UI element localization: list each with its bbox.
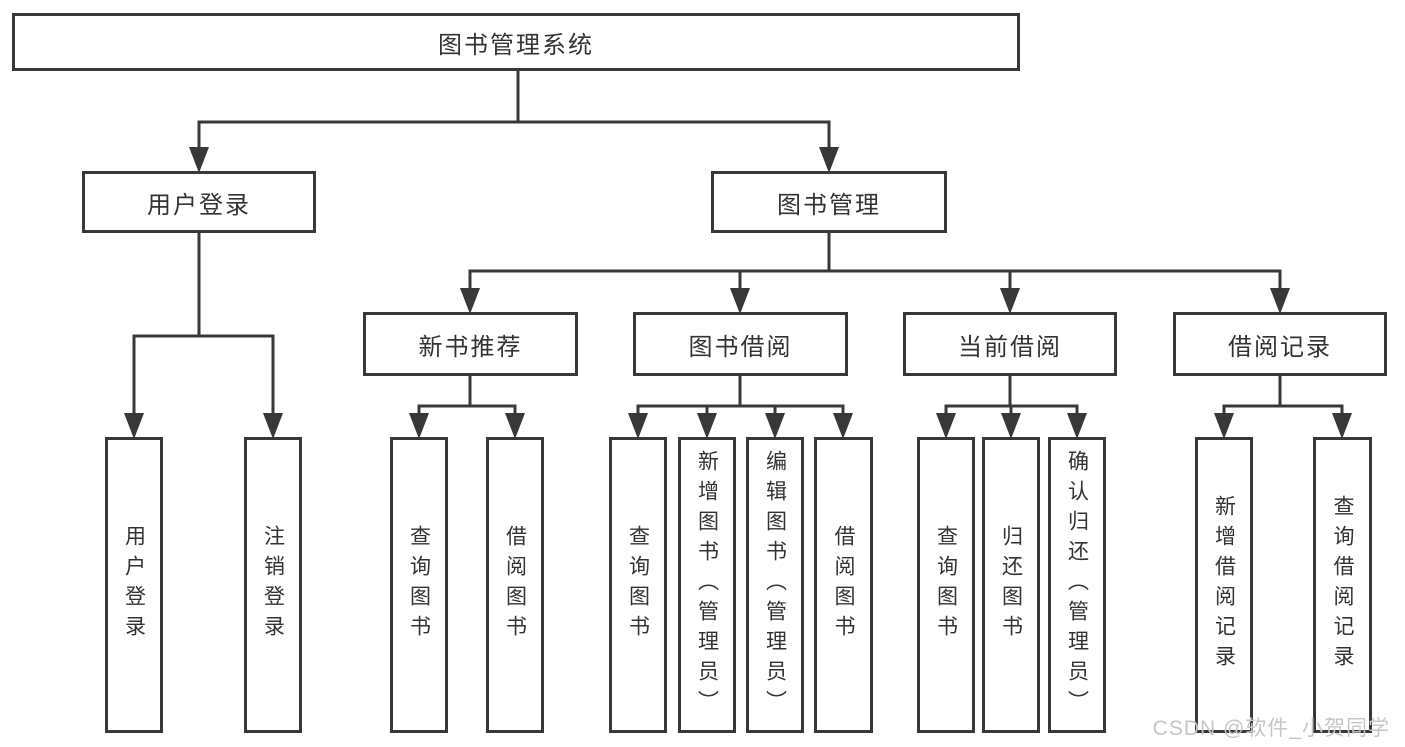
node-cb-confirm-return-admin: 确认归还（管理员） [1048, 437, 1106, 733]
arrowhead-icon [460, 288, 480, 314]
node-nbr-borrow-books: 借阅图书 [486, 437, 544, 733]
arrowhead-icon [1270, 288, 1290, 314]
arrowhead-icon [1001, 413, 1021, 439]
arrowhead-icon [833, 413, 853, 439]
node-nbr-query-books: 查询图书 [390, 437, 448, 733]
node-book-borrow: 图书借阅 [633, 312, 848, 376]
node-borrow-records-label: 借阅记录 [1228, 333, 1332, 361]
node-bb-borrow-books: 借阅图书 [814, 437, 873, 733]
node-current-borrow-label: 当前借阅 [958, 333, 1062, 361]
connector [197, 69, 831, 153]
arrowhead-icon [1067, 413, 1087, 439]
connector [417, 374, 517, 419]
node-current-borrow: 当前借阅 [903, 312, 1117, 376]
arrowhead-icon [409, 413, 429, 439]
node-nbr-borrow-books-label: 借阅图书 [503, 525, 527, 645]
node-borrow-records: 借阅记录 [1173, 312, 1387, 376]
node-logout: 注销登录 [244, 437, 302, 733]
node-new-book-rec: 新书推荐 [363, 312, 578, 376]
node-cb-return-books: 归还图书 [982, 437, 1040, 733]
arrowhead-icon [1000, 288, 1020, 314]
arrowhead-icon [765, 413, 785, 439]
node-cb-return-books-label: 归还图书 [999, 525, 1023, 645]
node-user-login-label: 用户登录 [147, 191, 251, 219]
node-nbr-query-books-label: 查询图书 [407, 525, 431, 645]
node-bb-query-books: 查询图书 [609, 437, 667, 733]
node-bb-borrow-books-label: 借阅图书 [832, 525, 855, 645]
arrowhead-icon [697, 413, 717, 439]
node-root: 图书管理系统 [12, 13, 1020, 71]
node-cb-query-books: 查询图书 [917, 437, 975, 733]
node-bb-add-books-admin: 新增图书（管理员） [678, 437, 736, 733]
node-bb-add-books-admin-label: 新增图书（管理员） [695, 450, 719, 720]
connector [944, 374, 1079, 419]
node-new-book-rec-label: 新书推荐 [418, 333, 523, 361]
node-user-login: 用户登录 [82, 171, 316, 233]
node-cb-query-books-label: 查询图书 [934, 525, 958, 645]
node-login-label: 用户登录 [122, 525, 146, 645]
node-br-add-record: 新增借阅记录 [1195, 437, 1253, 733]
node-logout-label: 注销登录 [261, 525, 285, 645]
node-br-query-record-label: 查询借阅记录 [1331, 495, 1354, 675]
arrowhead-icon [730, 288, 750, 314]
node-book-borrow-label: 图书借阅 [688, 333, 793, 361]
watermark: CSDN @软件_小贺同学 [1152, 717, 1390, 740]
arrowhead-icon [1332, 413, 1352, 439]
node-bb-edit-books-admin-label: 编辑图书（管理员） [763, 450, 787, 720]
arrowhead-icon [189, 147, 209, 173]
arrowhead-icon [505, 413, 525, 439]
arrowhead-icon [1214, 413, 1234, 439]
node-bb-edit-books-admin: 编辑图书（管理员） [746, 437, 804, 733]
node-cb-confirm-return-admin-label: 确认归还（管理员） [1065, 450, 1089, 720]
node-br-add-record-label: 新增借阅记录 [1212, 495, 1236, 675]
connector [468, 231, 1282, 294]
node-root-label: 图书管理系统 [438, 31, 594, 59]
arrowhead-icon [124, 413, 144, 439]
arrowhead-icon [936, 413, 956, 439]
node-login: 用户登录 [105, 437, 163, 733]
arrowhead-icon [263, 413, 283, 439]
node-br-query-record: 查询借阅记录 [1313, 437, 1372, 733]
connector [132, 231, 275, 419]
arrowhead-icon [628, 413, 648, 439]
arrowhead-icon [819, 147, 839, 173]
connector [1222, 374, 1344, 419]
connector [636, 374, 845, 419]
node-book-mgmt-label: 图书管理 [777, 191, 881, 219]
node-book-mgmt: 图书管理 [711, 171, 947, 233]
node-bb-query-books-label: 查询图书 [626, 525, 650, 645]
